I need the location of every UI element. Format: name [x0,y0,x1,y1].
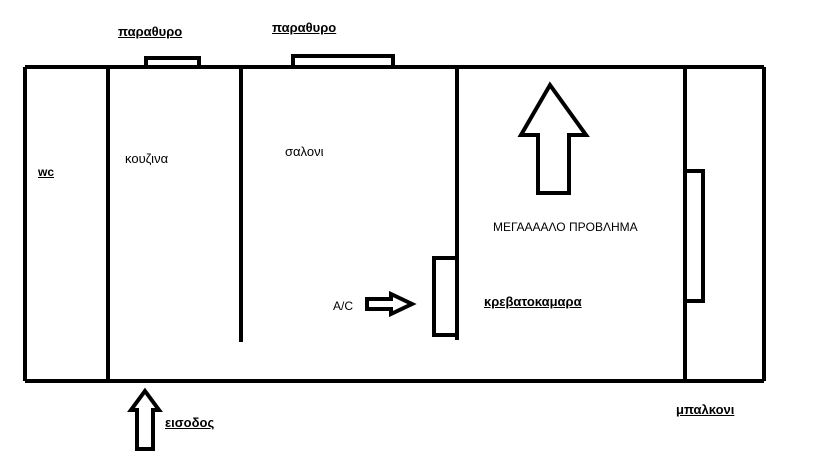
up-arrow [517,81,590,195]
window-label-2: παραθυρο [272,20,337,35]
ac-label: A/C [333,299,354,313]
window-2 [291,54,395,67]
living-room-label: σαλονι [285,144,324,159]
wc-label: wc [38,165,55,179]
window-1 [144,56,201,67]
big-problem-label: ΜΕΓΑΑΑΑΛΟ ΠΡΟΒΛΗΜΑ [493,220,638,234]
window-label-1: παραθυρο [118,24,183,39]
ac-arrow [365,290,417,318]
balcony-door [685,169,705,303]
entrance-label: εισοδος [165,415,215,430]
bedroom-label: κρεβατοκαμαρα [484,294,582,309]
balcony-label: μπαλκονι [676,402,735,417]
kitchen-label: κουζινα [125,151,169,166]
entrance-arrow [127,387,163,451]
ac-unit [432,256,459,337]
